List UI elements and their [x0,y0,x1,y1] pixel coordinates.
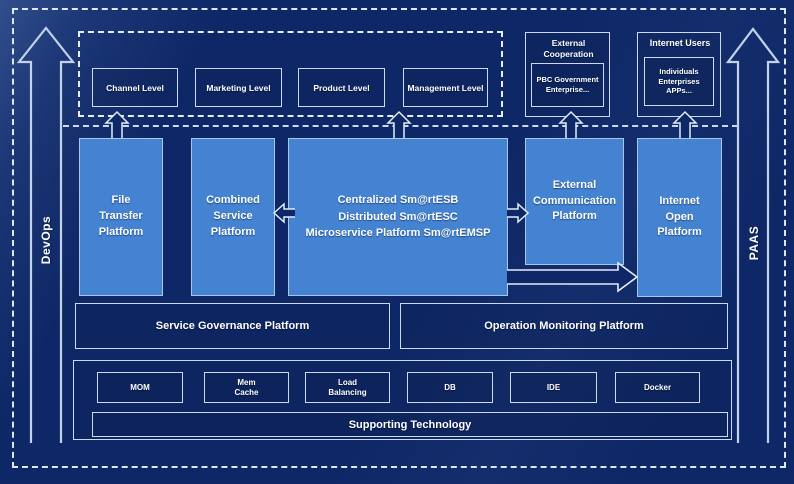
pbc-government-enterprise-box: PBC Government Enterprise... [531,63,604,107]
db-box: DB [407,372,493,403]
channel-level-box: Channel Level [92,68,178,107]
long-right-arrow-icon [507,261,639,293]
management-level-box: Management Level [403,68,488,107]
external-cooperation-title: External Cooperation [543,38,594,59]
up-arrow-icon [104,110,130,138]
mem-cache-box: Mem Cache [204,372,289,403]
load-balancing-box: Load Balancing [305,372,390,403]
central-esb-platform-box: Centralized Sm@rtESB Distributed Sm@rtES… [288,138,508,296]
individuals-enterprises-apps-box: Individuals Enterprises APPs... [644,57,714,106]
devops-label: DevOps [39,215,53,265]
mom-box: MOM [97,372,183,403]
right-arrow-icon [507,202,530,224]
devops-up-arrow-icon [16,26,76,443]
service-governance-platform-box: Service Governance Platform [75,303,390,349]
up-arrow-icon [386,110,412,138]
up-arrow-icon [558,110,584,138]
ide-box: IDE [510,372,597,403]
outer-dashed-frame [12,8,786,468]
internet-open-platform-box: Internet Open Platform [637,138,722,297]
supporting-technology-bar: Supporting Technology [92,412,728,437]
left-arrow-icon [272,202,295,224]
docker-box: Docker [615,372,700,403]
product-level-box: Product Level [298,68,385,107]
internet-users-title: Internet Users [649,37,711,48]
external-communication-platform-box: External Communication Platform [525,138,624,265]
operation-monitoring-platform-box: Operation Monitoring Platform [400,303,728,349]
paas-label: PAAS [747,225,761,261]
paas-up-arrow-icon [725,27,781,443]
file-transfer-platform-box: File Transfer Platform [79,138,163,296]
up-arrow-icon [672,110,698,138]
levels-dashed-container [78,31,503,117]
marketing-level-box: Marketing Level [195,68,282,107]
combined-service-platform-box: Combined Service Platform [191,138,275,296]
internet-users-box: Internet Users Individuals Enterprises A… [637,32,721,117]
external-cooperation-box: External Cooperation PBC Government Ente… [525,32,610,117]
